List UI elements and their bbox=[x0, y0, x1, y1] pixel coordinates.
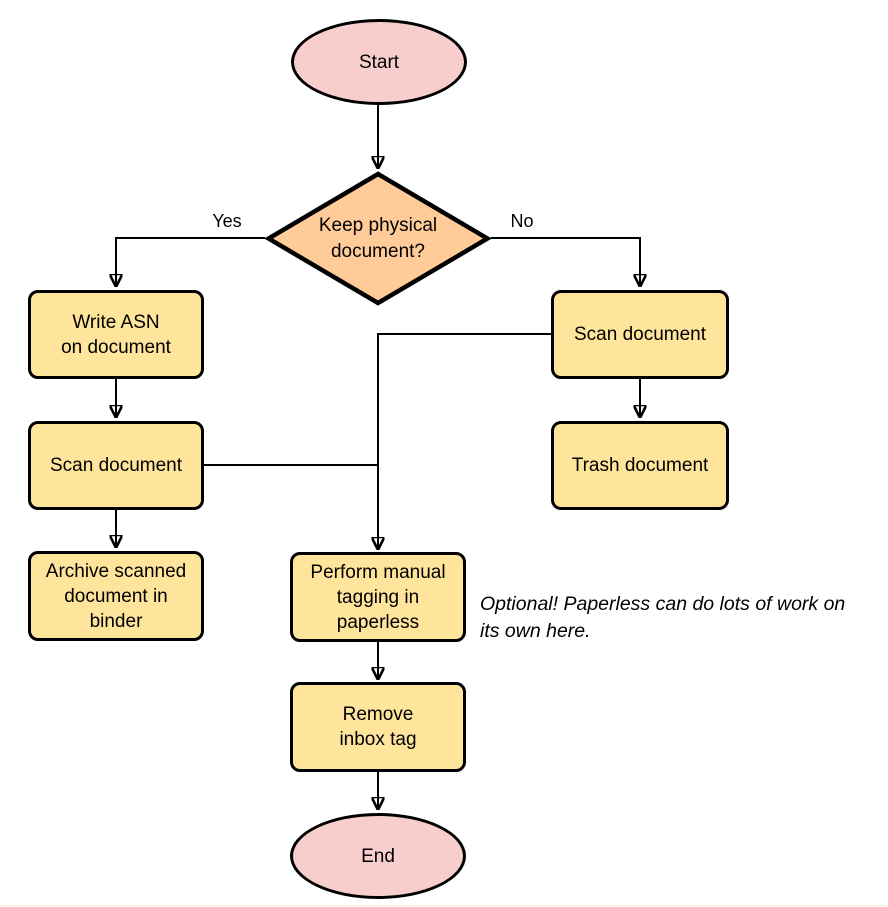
edge-label-no: No bbox=[510, 211, 534, 231]
node-label: Archive scanned document in binder bbox=[45, 560, 187, 632]
node-label: Start bbox=[358, 51, 400, 73]
node-perform-manual-tagging: Perform manual tagging in paperless bbox=[290, 552, 466, 642]
node-decision-keep-physical-document: Keep physical document? bbox=[265, 171, 491, 306]
node-trash-document: Trash document bbox=[551, 421, 729, 510]
node-remove-inbox-tag: Remove inbox tag bbox=[290, 682, 466, 772]
edge-scan-right-to-tagging bbox=[378, 333, 551, 548]
node-label: Write ASN on document bbox=[61, 311, 171, 358]
node-scan-document-left: Scan document bbox=[28, 421, 204, 510]
node-label: Trash document bbox=[571, 455, 709, 476]
diamond-shape bbox=[265, 171, 491, 306]
node-label: Scan document bbox=[573, 324, 707, 345]
node-end: End bbox=[290, 813, 466, 899]
node-write-asn-on-document: Write ASN on document bbox=[28, 290, 204, 379]
edge-decision-no-to-scan-right bbox=[491, 237, 640, 285]
edge-label-yes: Yes bbox=[212, 211, 242, 231]
node-label: Remove inbox tag bbox=[339, 704, 417, 750]
node-archive-scanned-document: Archive scanned document in binder bbox=[28, 551, 204, 641]
edge-decision-yes-to-write-asn bbox=[116, 237, 265, 285]
bottom-hairline bbox=[0, 904, 888, 906]
node-label: Perform manual tagging in paperless bbox=[310, 561, 446, 633]
node-label: Scan document bbox=[49, 455, 183, 476]
node-label: Keep physical document? bbox=[318, 214, 438, 262]
node-label: End bbox=[361, 845, 395, 867]
optional-note: Optional! Paperless can do lots of work … bbox=[480, 593, 846, 642]
node-start: Start bbox=[291, 19, 467, 105]
node-scan-document-right: Scan document bbox=[551, 290, 729, 379]
